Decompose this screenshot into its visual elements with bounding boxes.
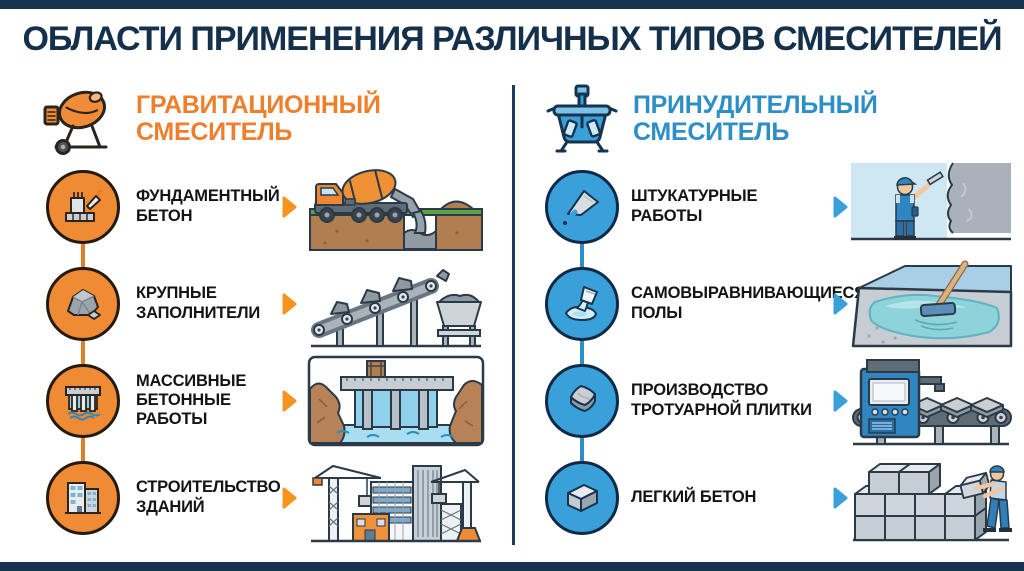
circle-wrap bbox=[30, 266, 136, 341]
illustration-aggregate-conveyor bbox=[307, 258, 485, 350]
gravity-mixer-header: ГРАВИТАЦИОННЫЙ СМЕСИТЕЛЬ bbox=[30, 82, 485, 156]
illustration-paving-tile-factory bbox=[849, 355, 1013, 447]
left-connector-line bbox=[81, 206, 85, 497]
item-label: ПРОИЗВОДСТВО ТРОТУАРНОЙ ПЛИТКИ bbox=[631, 381, 812, 419]
item-label: САМОВЫРАВНИВАЮЩИЕСЯ ПОЛЫ bbox=[631, 284, 866, 322]
circle-wrap bbox=[533, 169, 631, 244]
pan-mixer-icon bbox=[543, 83, 621, 155]
paving-slab-icon bbox=[545, 363, 619, 438]
list-item-large-aggregates: КРУПНЫЕ ЗАПОЛНИТЕЛИ bbox=[30, 255, 485, 352]
illustration-self-leveling-floor bbox=[849, 258, 1013, 350]
trowel-icon bbox=[545, 169, 619, 244]
rock-aggregate-icon bbox=[46, 266, 120, 341]
list-item-self-leveling-floors: САМОВЫРАВНИВАЮЩИЕСЯ ПОЛЫ bbox=[533, 255, 1015, 352]
item-label: ЛЕГКИЙ БЕТОН bbox=[631, 487, 757, 506]
list-item-foundation-concrete: ФУНДАМЕНТНЫЙ БЕТОН bbox=[30, 158, 485, 255]
circle-wrap bbox=[533, 363, 631, 438]
page-title: ОБЛАСТИ ПРИМЕНЕНИЯ РАЗЛИЧНЫХ ТИПОВ СМЕСИ… bbox=[22, 20, 1002, 58]
top-border-bar bbox=[0, 0, 1024, 9]
circle-wrap bbox=[30, 460, 136, 535]
list-item-building-construction: СТРОИТЕЛЬСТВО ЗДАНИЙ bbox=[30, 449, 485, 546]
list-item-massive-concrete-works: МАССИВНЫЕ БЕТОННЫЕ РАБОТЫ bbox=[30, 352, 485, 449]
item-label: ФУНДАМЕНТНЫЙ БЕТОН bbox=[136, 187, 280, 225]
arrow-right-icon bbox=[831, 292, 849, 316]
concrete-block-icon bbox=[545, 460, 619, 535]
circle-wrap bbox=[533, 460, 631, 535]
illustration-construction-site-cranes bbox=[307, 452, 485, 544]
list-item-paving-tile-production: ПРОИЗВОДСТВО ТРОТУАРНОЙ ПЛИТКИ bbox=[533, 352, 1015, 449]
buildings-icon bbox=[46, 460, 120, 535]
illustration-mixer-truck-foundation bbox=[307, 161, 485, 253]
forced-mixer-column: ПРИНУДИТЕЛЬНЫЙ СМЕСИТЕЛЬ ШТУКАТУР bbox=[533, 82, 1015, 554]
list-item-lightweight-concrete: ЛЕГКИЙ БЕТОН bbox=[533, 449, 1015, 546]
circle-wrap bbox=[533, 266, 631, 341]
bottom-border-bar bbox=[0, 562, 1024, 571]
foundation-concrete-icon bbox=[46, 169, 120, 244]
item-label: ШТУКАТУРНЫЕ РАБОТЫ bbox=[631, 187, 758, 225]
illustration-hydroelectric-dam bbox=[307, 355, 485, 447]
pouring-bucket-icon bbox=[545, 266, 619, 341]
list-item-plastering-works: ШТУКАТУРНЫЕ РАБОТЫ bbox=[533, 158, 1015, 255]
column-divider bbox=[512, 85, 515, 545]
forced-mixer-header: ПРИНУДИТЕЛЬНЫЙ СМЕСИТЕЛЬ bbox=[533, 82, 1015, 156]
dam-icon bbox=[46, 363, 120, 438]
circle-wrap bbox=[30, 363, 136, 438]
illustration-plasterer-at-wall bbox=[849, 161, 1013, 253]
arrow-right-icon bbox=[280, 389, 298, 413]
gravity-mixer-title: ГРАВИТАЦИОННЫЙ СМЕСИТЕЛЬ bbox=[136, 90, 381, 146]
gravity-mixer-column: ГРАВИТАЦИОННЫЙ СМЕСИТЕЛЬ bbox=[30, 82, 485, 554]
arrow-right-icon bbox=[831, 195, 849, 219]
gravity-mixer-rows: ФУНДАМЕНТНЫЙ БЕТОН bbox=[30, 158, 485, 546]
arrow-right-icon bbox=[831, 486, 849, 510]
concrete-mixer-icon bbox=[40, 83, 124, 155]
item-label: СТРОИТЕЛЬСТВО ЗДАНИЙ bbox=[136, 478, 281, 516]
illustration-worker-stacking-blocks bbox=[849, 452, 1013, 544]
circle-wrap bbox=[30, 169, 136, 244]
item-label: КРУПНЫЕ ЗАПОЛНИТЕЛИ bbox=[136, 284, 260, 322]
arrow-right-icon bbox=[831, 389, 849, 413]
arrow-right-icon bbox=[280, 195, 298, 219]
right-connector-line bbox=[580, 206, 584, 497]
forced-mixer-rows: ШТУКАТУРНЫЕ РАБОТЫ bbox=[533, 158, 1015, 546]
arrow-right-icon bbox=[280, 486, 298, 510]
item-label: МАССИВНЫЕ БЕТОННЫЕ РАБОТЫ bbox=[136, 371, 247, 429]
forced-mixer-title: ПРИНУДИТЕЛЬНЫЙ СМЕСИТЕЛЬ bbox=[633, 90, 878, 146]
arrow-right-icon bbox=[280, 292, 298, 316]
